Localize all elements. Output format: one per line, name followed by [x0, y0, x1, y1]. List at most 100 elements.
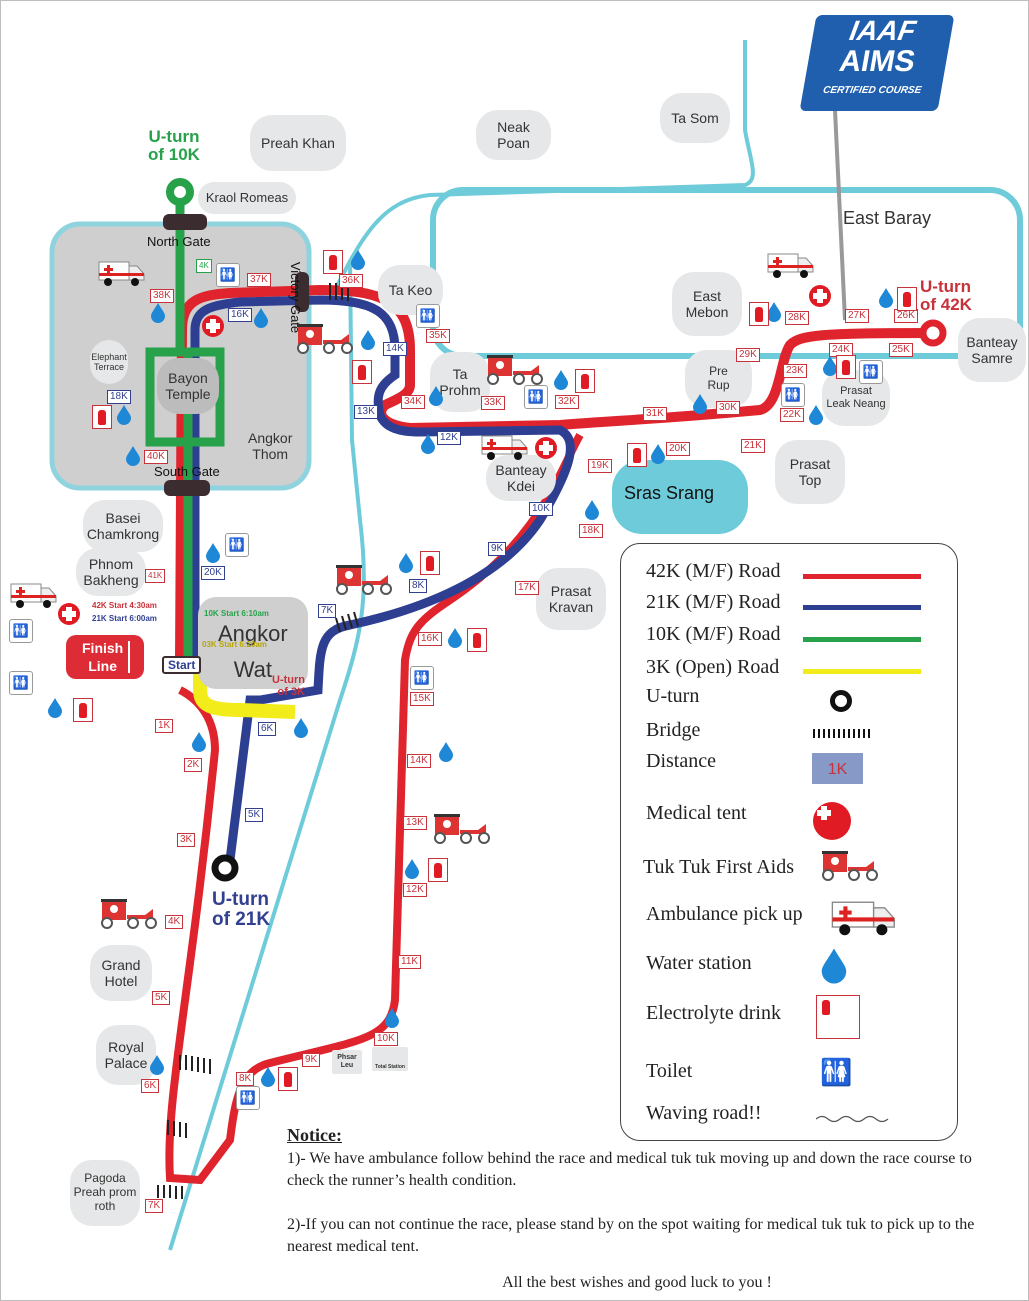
logo-pole	[833, 109, 847, 321]
legend-tuktuk-label: Tuk Tuk First Aids	[643, 856, 795, 878]
ambulance-icon	[831, 901, 895, 936]
place-prasat-leak-neang: Prasat Leak Neang	[822, 370, 890, 426]
electrolyte-icon	[420, 551, 440, 575]
km-21k-9: 9K	[488, 542, 507, 556]
legend-10k-line	[803, 637, 921, 642]
bridge-icon	[813, 729, 871, 738]
toilet-icon: 🚻	[416, 304, 440, 328]
electrolyte-icon	[575, 369, 595, 393]
km-42k-14: 14K	[407, 754, 431, 768]
place-prasat-kravan: Prasat Kravan	[536, 568, 606, 630]
ambulance-icon	[767, 253, 814, 278]
toilet-icon: 🚻	[820, 1058, 853, 1087]
road-42k-south	[165, 433, 584, 1185]
legend-electrolyte-label: Electrolyte drink	[646, 1002, 781, 1024]
water-station-icon	[206, 543, 220, 563]
toilet-icon: 🚻	[225, 533, 249, 557]
notice-closing: All the best wishes and good luck to you…	[502, 1274, 772, 1291]
place-angkor-wat: Angkor Wat	[218, 621, 288, 682]
place-neak-poan: Neak Poan	[476, 110, 551, 160]
tuk-tuk-icon	[297, 324, 353, 354]
legend-42k-line	[803, 574, 921, 579]
water-station-icon	[126, 446, 140, 466]
km-42k-30: 30K	[716, 401, 740, 415]
km-42k-34: 34K	[401, 395, 425, 409]
place-kraol-romeas: Kraol Romeas	[198, 182, 296, 214]
km-42k-25: 25K	[889, 343, 913, 357]
km-42k-10: 10K	[374, 1032, 398, 1046]
road-3k	[193, 665, 296, 719]
legend-waving-label: Waving road!!	[646, 1102, 762, 1124]
km-42k-16: 16K	[418, 632, 442, 646]
notice-paragraph-2: 2)-If you can not continue the race, ple…	[287, 1216, 975, 1255]
uturn-icon	[830, 690, 852, 712]
km-21k-18: 18K	[107, 390, 131, 404]
km-42k-2: 2K	[184, 758, 203, 772]
uturn-42k-marker	[919, 319, 947, 347]
km-42k-19: 19K	[588, 459, 612, 473]
water-station-icon	[192, 732, 206, 752]
water-station-icon	[554, 370, 568, 390]
km-42k-41: 41K	[145, 569, 166, 583]
legend-10k-label: 10K (M/F) Road	[646, 623, 781, 645]
km-42k-12: 12K	[403, 883, 427, 897]
water-station-icon	[767, 302, 781, 322]
finish-line-mark	[128, 641, 130, 673]
ambulance-icon	[98, 261, 145, 286]
km-42k-20: 20K	[666, 442, 690, 456]
place-total-station: Total Station	[372, 1047, 408, 1071]
km-42k-15: 15K	[410, 692, 434, 706]
place-prasat-top: Prasat Top	[775, 440, 845, 504]
tuk-tuk-icon	[336, 565, 392, 595]
water-station-icon	[823, 356, 837, 376]
water-station-icon	[117, 405, 131, 425]
medical-tent-icon	[813, 802, 851, 840]
waving-road-icon	[816, 1115, 889, 1123]
electrolyte-icon	[278, 1067, 298, 1091]
uturn-10k-marker	[166, 178, 194, 206]
uturn-10k-label: U-turn of 10K	[148, 127, 200, 164]
water-station-icon	[294, 718, 308, 738]
water-station-icon	[351, 250, 365, 270]
km-42k-11: 11K	[398, 955, 422, 969]
siem-reap-river	[168, 259, 366, 1251]
legend-water-label: Water station	[646, 952, 752, 974]
finish-line-label: Finish Line	[82, 640, 124, 674]
km-42k-36: 36K	[339, 274, 363, 288]
distance-sample: 1K	[812, 753, 863, 784]
water-station-icon	[151, 303, 165, 323]
km-42k-9: 9K	[302, 1053, 321, 1067]
logo-iaaf: IAAF	[847, 15, 919, 46]
start-badge: Start	[162, 656, 202, 674]
electrolyte-icon	[428, 858, 448, 882]
place-pagoda: Pagoda Preah prom roth	[70, 1160, 140, 1226]
place-phnom-bakheng: Phnom Bakheng	[76, 548, 146, 596]
north-gate-label: North Gate	[147, 234, 211, 249]
north-gate-bar	[163, 214, 207, 230]
km-42k-13: 13K	[403, 816, 427, 830]
km-42k-17: 17K	[515, 581, 539, 595]
water-station-icon	[421, 434, 435, 454]
km-21k-16: 16K	[228, 308, 252, 322]
legend-distance-label: Distance	[646, 750, 716, 772]
place-banteay-kdei: Banteay Kdei	[486, 455, 556, 501]
place-sras-srang: Sras Srang	[624, 483, 715, 503]
km-42k-37: 37K	[247, 273, 271, 287]
km-21k-12: 12K	[437, 431, 461, 445]
km-42k-35: 35K	[426, 329, 450, 343]
km-21k-14: 14K	[383, 342, 407, 356]
electrolyte-icon	[92, 405, 112, 429]
place-grand-hotel: Grand Hotel	[90, 945, 152, 1001]
legend-toilet-label: Toilet	[646, 1060, 693, 1082]
toilet-icon: 🚻	[524, 385, 548, 409]
km-42k-3: 3K	[177, 833, 196, 847]
electrolyte-icon	[749, 302, 769, 326]
ambulance-icon	[481, 435, 528, 460]
km-42k-4: 4K	[165, 915, 184, 929]
km-42k-18: 18K	[579, 524, 603, 538]
km-42k-6: 6K	[141, 1079, 160, 1093]
water-station-icon	[879, 288, 893, 308]
km-42k-31: 31K	[643, 407, 667, 421]
toilet-icon: 🚻	[859, 360, 883, 384]
water-station-icon	[429, 386, 443, 406]
